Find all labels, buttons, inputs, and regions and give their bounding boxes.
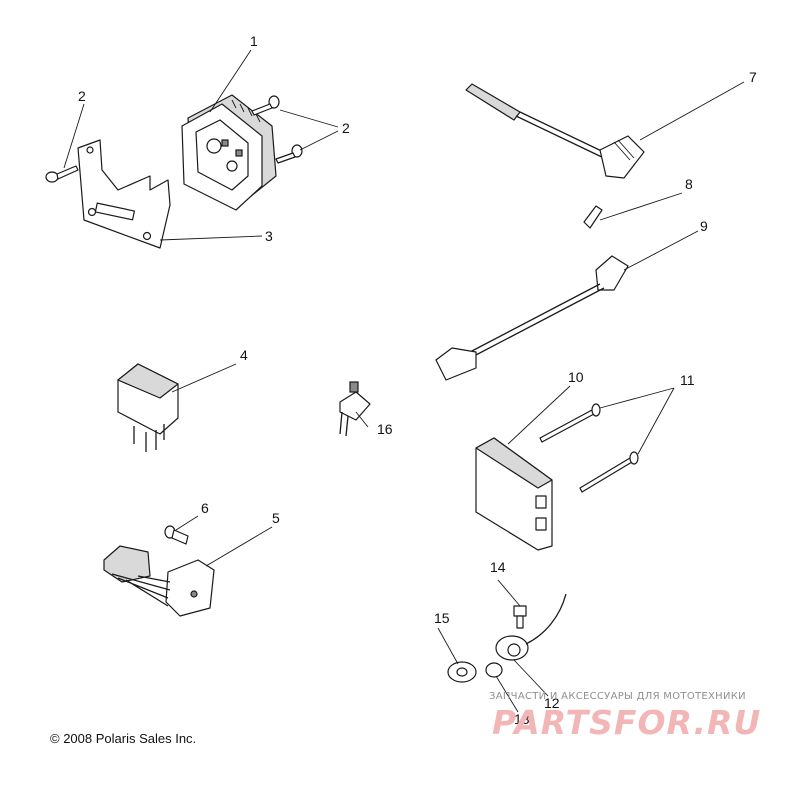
watermark-logo: PARTSFOR.RU [492, 703, 762, 742]
copyright-notice: © 2008 Polaris Sales Inc. [50, 731, 197, 746]
watermark-caption: ЗАПЧАСТИ И АКСЕССУАРЫ ДЛЯ МОТОТЕХНИКИ [489, 691, 746, 702]
part-9-cable [435, 255, 629, 381]
callout-2b: 2 [342, 120, 350, 136]
callout-5: 5 [272, 510, 280, 526]
part-16-switch [339, 381, 371, 437]
part-14-bolt [513, 605, 527, 629]
part-8-pin [583, 205, 603, 229]
part-4-relay [117, 363, 179, 452]
part-6-rivet [164, 525, 189, 545]
callout-10: 10 [568, 369, 584, 385]
callout-8: 8 [685, 176, 693, 192]
callout-16: 16 [377, 421, 393, 437]
callout-12: 12 [544, 695, 560, 711]
part-2-screw-bottom [275, 144, 303, 164]
part-7-sensor-cable [465, 83, 645, 179]
part-3-bracket [77, 139, 171, 249]
part-10-ecu-box [475, 437, 553, 551]
callout-4: 4 [240, 347, 248, 363]
callout-13: 13 [514, 711, 530, 727]
part-13-spacer [485, 662, 503, 678]
callout-11: 11 [680, 372, 695, 388]
leader-lines [63, 49, 745, 713]
part-1-housing [181, 94, 277, 211]
part-11-bolt-upper [539, 403, 601, 443]
callout-7: 7 [749, 69, 757, 85]
part-5-connector-block [103, 545, 215, 617]
part-12-sensor [495, 593, 567, 661]
part-2-screw-left [45, 165, 79, 183]
part-15-gasket [447, 661, 477, 683]
callout-1: 1 [250, 33, 258, 49]
callout-3: 3 [265, 228, 273, 244]
callout-labels: 1 2 2 3 4 5 6 7 8 9 10 11 12 13 14 15 16 [78, 33, 757, 727]
callout-14: 14 [490, 559, 506, 575]
callout-2a: 2 [78, 88, 86, 104]
callout-9: 9 [700, 218, 708, 234]
callout-15: 15 [434, 610, 450, 626]
part-2-screw-top [251, 95, 280, 116]
callout-6: 6 [201, 500, 209, 516]
part-11-bolt-lower [579, 451, 639, 493]
